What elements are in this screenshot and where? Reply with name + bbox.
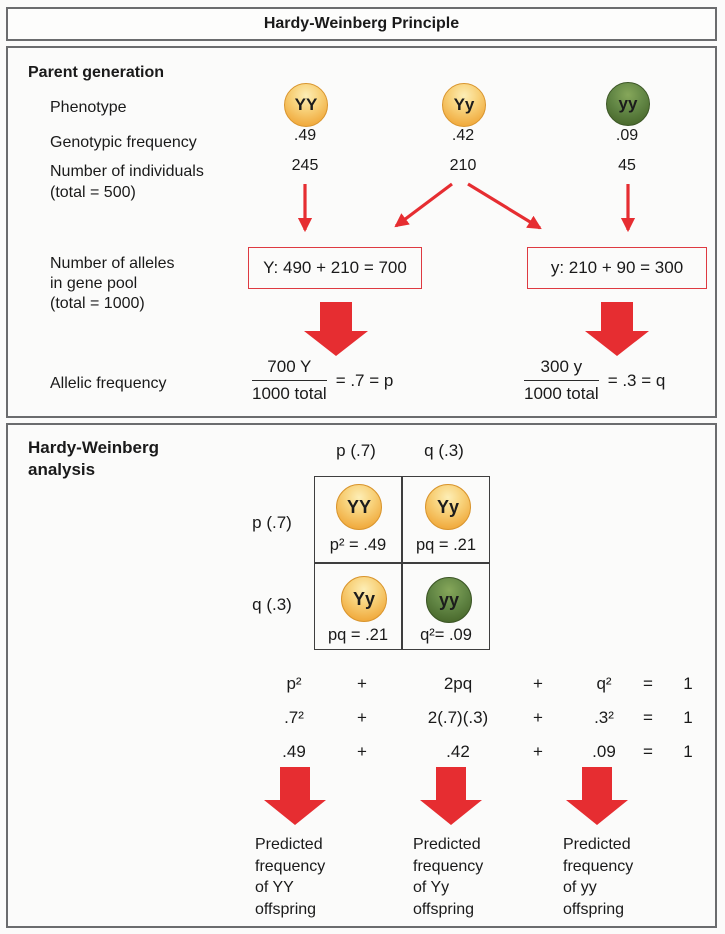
punnett-square bbox=[314, 476, 490, 650]
fraction-p-denominator: 1000 total bbox=[252, 384, 327, 403]
equation-term: q² bbox=[596, 674, 612, 693]
number-of-individuals-label: Number of individuals (total = 500) bbox=[50, 161, 204, 203]
equation-equals: = bbox=[643, 674, 653, 693]
page-title: Hardy-Weinberg Principle bbox=[263, 15, 460, 32]
punnett-col-header-p: p (.7) bbox=[336, 441, 376, 460]
seed-YY-icon: YY bbox=[284, 83, 328, 127]
punnett-seed-Yy-bottom-icon: Yy bbox=[341, 576, 387, 622]
punnett-seed-yy-icon: yy bbox=[426, 577, 472, 623]
equation-term: .7² bbox=[284, 708, 304, 727]
alleles-in-gene-pool-label: Number of alleles in gene pool (total = … bbox=[50, 254, 175, 314]
alleles-line2: in gene pool bbox=[50, 275, 138, 292]
punnett-seed-YY-icon: YY bbox=[336, 484, 382, 530]
prediction-line: of Yy bbox=[413, 879, 450, 896]
phenotype-label: Phenotype bbox=[50, 99, 127, 116]
prediction-YY: Predicted frequency of YY offspring bbox=[255, 834, 375, 920]
prediction-line: of yy bbox=[563, 879, 597, 896]
fraction-q-denominator: 1000 total bbox=[524, 384, 599, 403]
equation-term: p² bbox=[286, 674, 302, 693]
fraction-p: 700 Y 1000 total bbox=[252, 357, 327, 404]
individuals-line2: (total = 500) bbox=[50, 184, 136, 201]
equation-operator: + bbox=[533, 708, 543, 727]
seed-yy-icon: yy bbox=[606, 82, 650, 126]
equation-equals: = bbox=[643, 742, 653, 761]
punnett-formula-p2: p² = .49 bbox=[329, 536, 387, 554]
equation-term: 2pq bbox=[443, 674, 473, 693]
prediction-line: of YY bbox=[255, 879, 294, 896]
prediction-Yy: Predicted frequency of Yy offspring bbox=[413, 834, 533, 920]
equation-term: 2(.7)(.3) bbox=[427, 708, 489, 727]
count-Yy: 210 bbox=[449, 157, 477, 174]
prediction-line: frequency bbox=[255, 857, 326, 875]
prediction-line: Predicted bbox=[563, 836, 631, 853]
punnett-seed-YY-label: YY bbox=[346, 496, 371, 517]
equation-operator: + bbox=[357, 708, 367, 727]
equation-term: .49 bbox=[282, 742, 306, 761]
punnett-seed-yy-label: yy bbox=[438, 589, 460, 610]
allele-pool-box-y: y: 210 + 90 = 300 bbox=[527, 247, 707, 289]
analysis-heading-line1: Hardy-Weinberg bbox=[28, 438, 159, 457]
genotypic-frequency-YY: .49 bbox=[293, 127, 317, 144]
equation-operator: + bbox=[357, 742, 367, 761]
equation-result: 1 bbox=[683, 708, 693, 727]
prediction-line: offspring bbox=[413, 900, 475, 918]
title-box: Hardy-Weinberg Principle bbox=[6, 7, 717, 41]
alleles-line1: Number of alleles bbox=[50, 255, 175, 272]
individuals-line1: Number of individuals bbox=[50, 163, 204, 180]
genotypic-frequency-yy: .09 bbox=[615, 127, 639, 144]
prediction-line: offspring bbox=[563, 900, 625, 918]
fraction-q: 300 y 1000 total bbox=[524, 357, 599, 404]
count-YY: 245 bbox=[291, 157, 319, 174]
punnett-seed-Yy-bottom-label: Yy bbox=[352, 588, 376, 609]
punnett-seed-Yy-top-icon: Yy bbox=[425, 484, 471, 530]
equation-operator: + bbox=[533, 742, 543, 761]
fraction-q-result: = .3 = q bbox=[607, 370, 666, 390]
punnett-col-header-q: q (.3) bbox=[424, 441, 464, 460]
seed-Yy-icon: Yy bbox=[442, 83, 486, 127]
seed-Yy-label: Yy bbox=[453, 95, 475, 114]
prediction-line: offspring bbox=[255, 900, 317, 918]
equation-equals: = bbox=[643, 708, 653, 727]
parent-generation-heading: Parent generation bbox=[28, 64, 165, 81]
analysis-heading: Hardy-Weinberg analysis bbox=[28, 437, 159, 481]
equation-term: .09 bbox=[592, 742, 616, 761]
allele-pool-y-equation: y: 210 + 90 = 300 bbox=[550, 258, 684, 277]
genotypic-frequency-label: Genotypic frequency bbox=[50, 134, 197, 151]
prediction-line: frequency bbox=[413, 857, 484, 875]
punnett-horizontal-divider bbox=[315, 562, 489, 564]
punnett-row-header-q: q (.3) bbox=[252, 595, 292, 614]
analysis-panel bbox=[6, 423, 717, 928]
analysis-heading-line2: analysis bbox=[28, 460, 96, 479]
prediction-line: frequency bbox=[563, 857, 634, 875]
allelic-frequency-label: Allelic frequency bbox=[50, 375, 167, 392]
fraction-p-result: = .7 = p bbox=[335, 370, 394, 390]
prediction-line: Predicted bbox=[413, 836, 481, 853]
equation-operator: + bbox=[357, 674, 367, 693]
equation-result: 1 bbox=[683, 674, 693, 693]
genotypic-frequency-Yy: .42 bbox=[451, 127, 475, 144]
equation-operator: + bbox=[533, 674, 543, 693]
seed-YY-label: YY bbox=[294, 95, 318, 114]
equation-term: .42 bbox=[446, 742, 470, 761]
equation-result: 1 bbox=[683, 742, 693, 761]
punnett-formula-q2: q²= .09 bbox=[420, 626, 472, 644]
fraction-p-numerator: 700 Y bbox=[252, 357, 327, 381]
punnett-row-header-p: p (.7) bbox=[252, 513, 292, 532]
equation-term: .3² bbox=[594, 708, 614, 727]
prediction-line: Predicted bbox=[255, 836, 323, 853]
prediction-yy: Predicted frequency of yy offspring bbox=[563, 834, 683, 920]
fraction-q-numerator: 300 y bbox=[524, 357, 599, 381]
allelic-frequency-q: 300 y 1000 total = .3 = q bbox=[524, 357, 665, 404]
allelic-frequency-p: 700 Y 1000 total = .7 = p bbox=[252, 357, 393, 404]
punnett-seed-Yy-top-label: Yy bbox=[436, 496, 460, 517]
seed-yy-label: yy bbox=[618, 94, 638, 113]
punnett-formula-pq-bottom: pq = .21 bbox=[327, 626, 389, 644]
allele-pool-Y-equation: Y: 490 + 210 = 700 bbox=[263, 258, 407, 277]
alleles-line3: (total = 1000) bbox=[50, 295, 145, 312]
allele-pool-box-Y: Y: 490 + 210 = 700 bbox=[248, 247, 422, 289]
parent-generation-panel bbox=[6, 46, 717, 418]
count-yy: 45 bbox=[618, 157, 636, 174]
punnett-formula-pq-top: pq = .21 bbox=[415, 536, 477, 554]
